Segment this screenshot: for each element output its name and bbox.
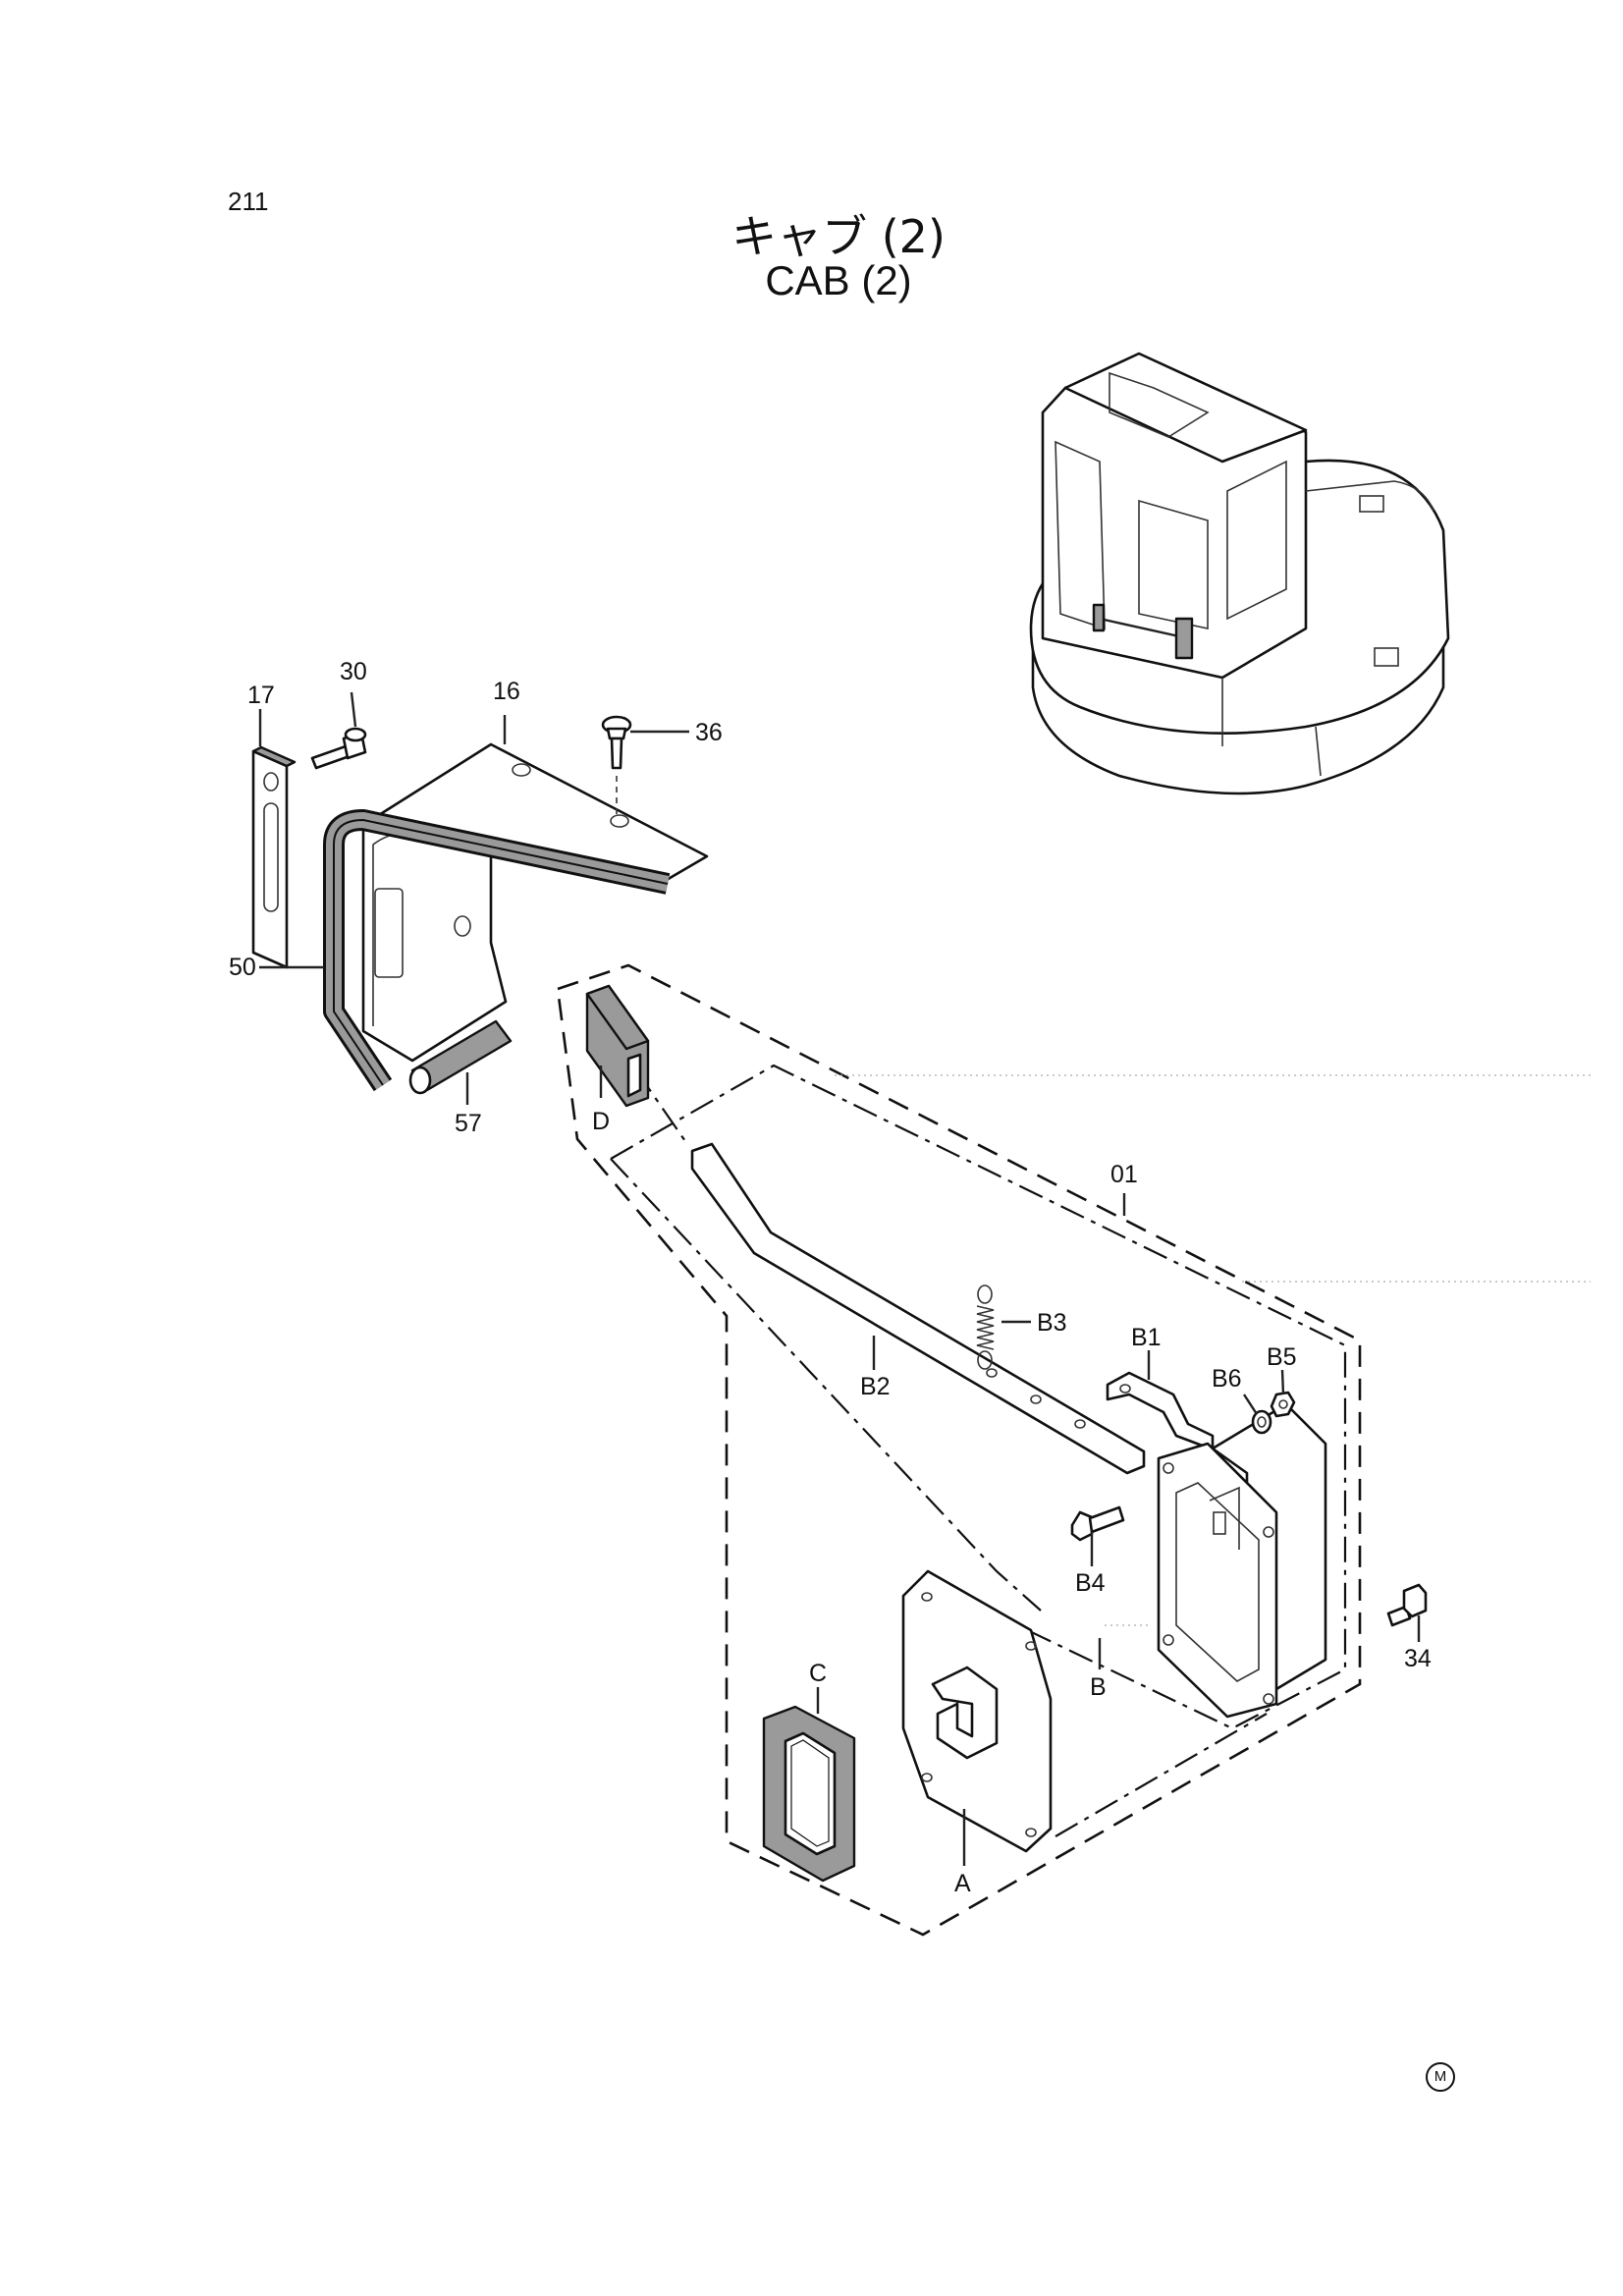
gasket-C bbox=[762, 1705, 856, 1883]
callout-B1: B1 bbox=[1131, 1324, 1162, 1351]
callout-B2: B2 bbox=[860, 1373, 891, 1400]
callout-34: 34 bbox=[1404, 1645, 1432, 1672]
callout-16: 16 bbox=[493, 678, 520, 705]
leader-lines bbox=[258, 691, 1421, 1866]
callout-30: 30 bbox=[340, 658, 367, 685]
bolt-B4 bbox=[1070, 1505, 1125, 1542]
seal-strip-50 bbox=[323, 809, 671, 1092]
callout-B6: B6 bbox=[1212, 1365, 1242, 1393]
callout-C: C bbox=[809, 1660, 827, 1687]
assembly-01-boundary bbox=[556, 963, 1362, 1937]
callout-B5: B5 bbox=[1267, 1343, 1297, 1371]
callout-36: 36 bbox=[695, 719, 723, 746]
screw-36 bbox=[601, 715, 632, 817]
washer-B6 bbox=[1251, 1409, 1272, 1435]
bar-B2 bbox=[690, 1142, 1146, 1475]
callout-labels: 17 30 16 36 50 57 D 01 B3 B2 B1 B6 B5 B4… bbox=[229, 658, 1432, 1897]
bolt-30 bbox=[310, 727, 367, 770]
callout-B3: B3 bbox=[1037, 1309, 1067, 1337]
callout-B4: B4 bbox=[1075, 1569, 1106, 1597]
callout-17: 17 bbox=[247, 682, 275, 709]
excavator-overview-illustration bbox=[1029, 352, 1450, 795]
manufacturer-mark-icon: M bbox=[1426, 2062, 1455, 2092]
page-title-japanese: キャブ (2) bbox=[731, 210, 946, 263]
spring-B3 bbox=[976, 1285, 995, 1370]
bolt-34 bbox=[1386, 1583, 1428, 1627]
callout-B: B bbox=[1090, 1673, 1107, 1701]
callout-57: 57 bbox=[455, 1110, 482, 1137]
rubber-block-57 bbox=[408, 1019, 513, 1095]
callout-A: A bbox=[954, 1870, 971, 1897]
callout-01: 01 bbox=[1110, 1161, 1138, 1188]
callout-50: 50 bbox=[229, 954, 256, 981]
housing-B bbox=[1157, 1402, 1327, 1719]
nut-B5 bbox=[1270, 1391, 1296, 1418]
bracket-16 bbox=[361, 742, 709, 1063]
cover-plate-A bbox=[901, 1569, 1053, 1853]
callout-D: D bbox=[592, 1108, 610, 1135]
page-number: 211 bbox=[228, 187, 269, 216]
block-D bbox=[585, 984, 650, 1108]
plate-17 bbox=[251, 745, 297, 969]
page-title-english: CAB (2) bbox=[765, 257, 912, 303]
